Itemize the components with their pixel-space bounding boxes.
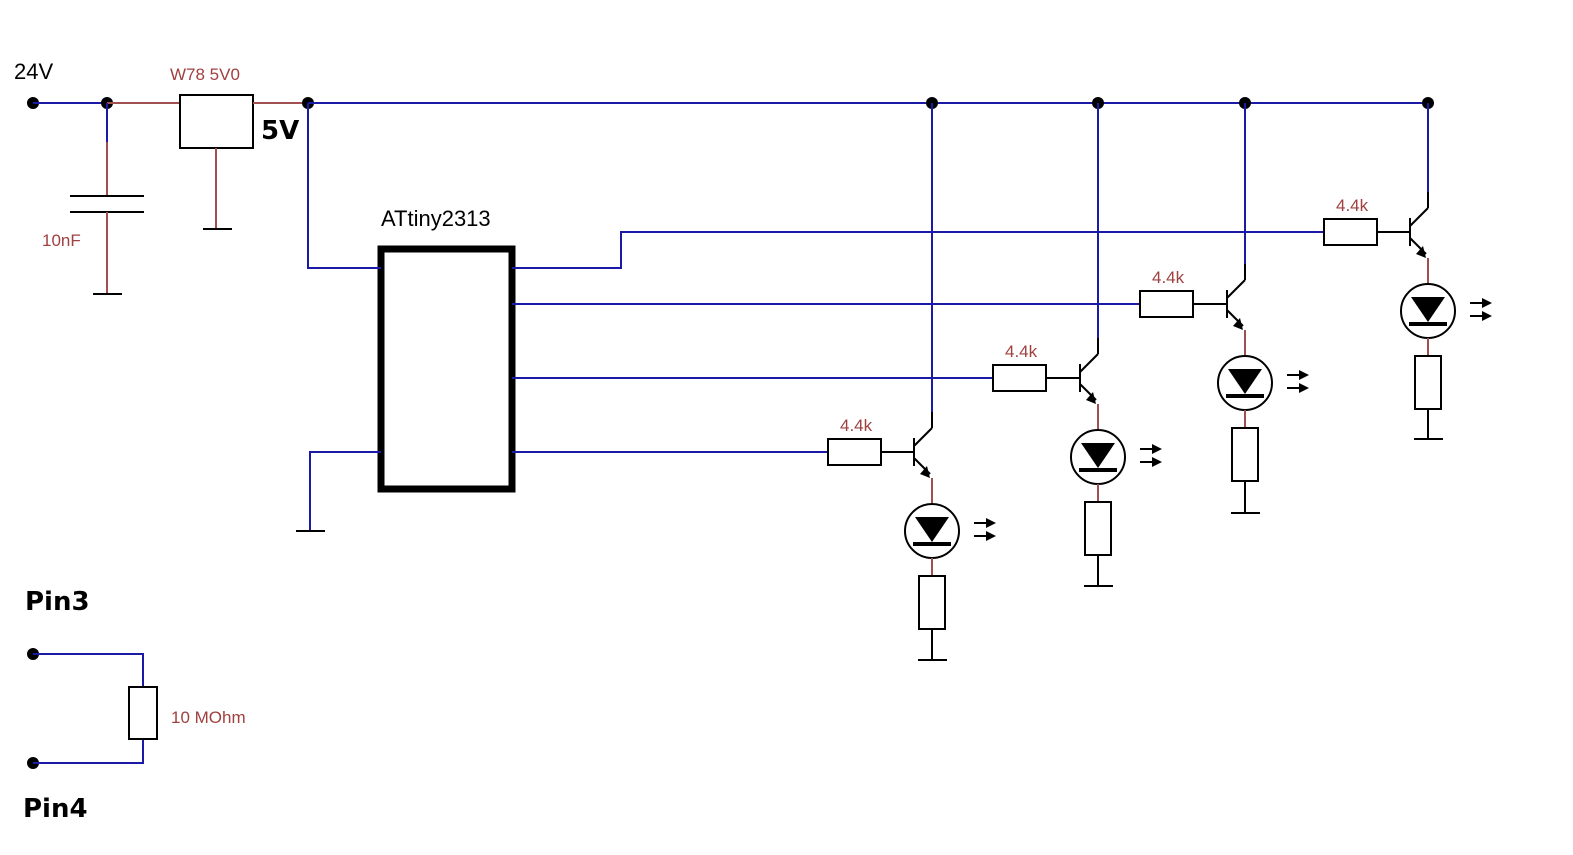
voltage-regulator: W78 5V0: [170, 65, 254, 230]
led: [1400, 283, 1492, 339]
driver-channel-1: 4.4k: [827, 103, 996, 661]
led-resistor: [1231, 427, 1259, 482]
mcu: ATtiny2313: [296, 103, 1324, 532]
driver-channel-3: 4.4k: [1139, 103, 1309, 514]
base-resistor-label: 4.4k: [1005, 342, 1038, 361]
base-resistor: [827, 438, 882, 466]
led: [904, 503, 996, 559]
pin4-label: Pin4: [23, 794, 88, 824]
led-resistor: [918, 575, 946, 630]
npn-transistor: [1226, 264, 1246, 330]
capacitor: 10nF: [42, 103, 144, 295]
npn-transistor: [913, 412, 933, 478]
base-resistor: [992, 364, 1047, 392]
base-resistor-label: 4.4k: [1152, 268, 1185, 287]
base-resistor: [1323, 218, 1378, 246]
base-resistor-label: 4.4k: [840, 416, 873, 435]
driver-channel-2: 4.4k: [992, 103, 1162, 587]
mcu-label: ATtiny2313: [381, 206, 491, 231]
driver-channel-4: 4.4k: [1323, 103, 1492, 440]
led-resistor: [1414, 355, 1442, 410]
base-resistor-label: 4.4k: [1336, 196, 1369, 215]
supply-section: 24V 10nF W78 5V0 5V: [14, 59, 314, 295]
supply-label: 24V: [14, 59, 53, 84]
base-resistor: [1139, 290, 1194, 318]
pin-resistor: [128, 686, 158, 740]
pin3-label: Pin3: [25, 587, 90, 617]
driver-channels: 4.4k 4.4k 4.4k 4.4k: [827, 103, 1492, 661]
rail-label: 5V: [261, 116, 299, 146]
pin-resistor-label: 10 MOhm: [171, 708, 246, 727]
led: [1070, 429, 1162, 485]
regulator-label: W78 5V0: [170, 65, 240, 84]
output-wire-4: [512, 231, 1324, 269]
led: [1217, 355, 1309, 411]
mcu-body: [377, 245, 516, 493]
npn-transistor: [1409, 192, 1429, 258]
pin-section: Pin3 Pin4 10 MOhm: [23, 587, 246, 824]
npn-transistor: [1079, 338, 1099, 404]
capacitor-label: 10nF: [42, 231, 81, 250]
led-resistor: [1084, 501, 1112, 556]
